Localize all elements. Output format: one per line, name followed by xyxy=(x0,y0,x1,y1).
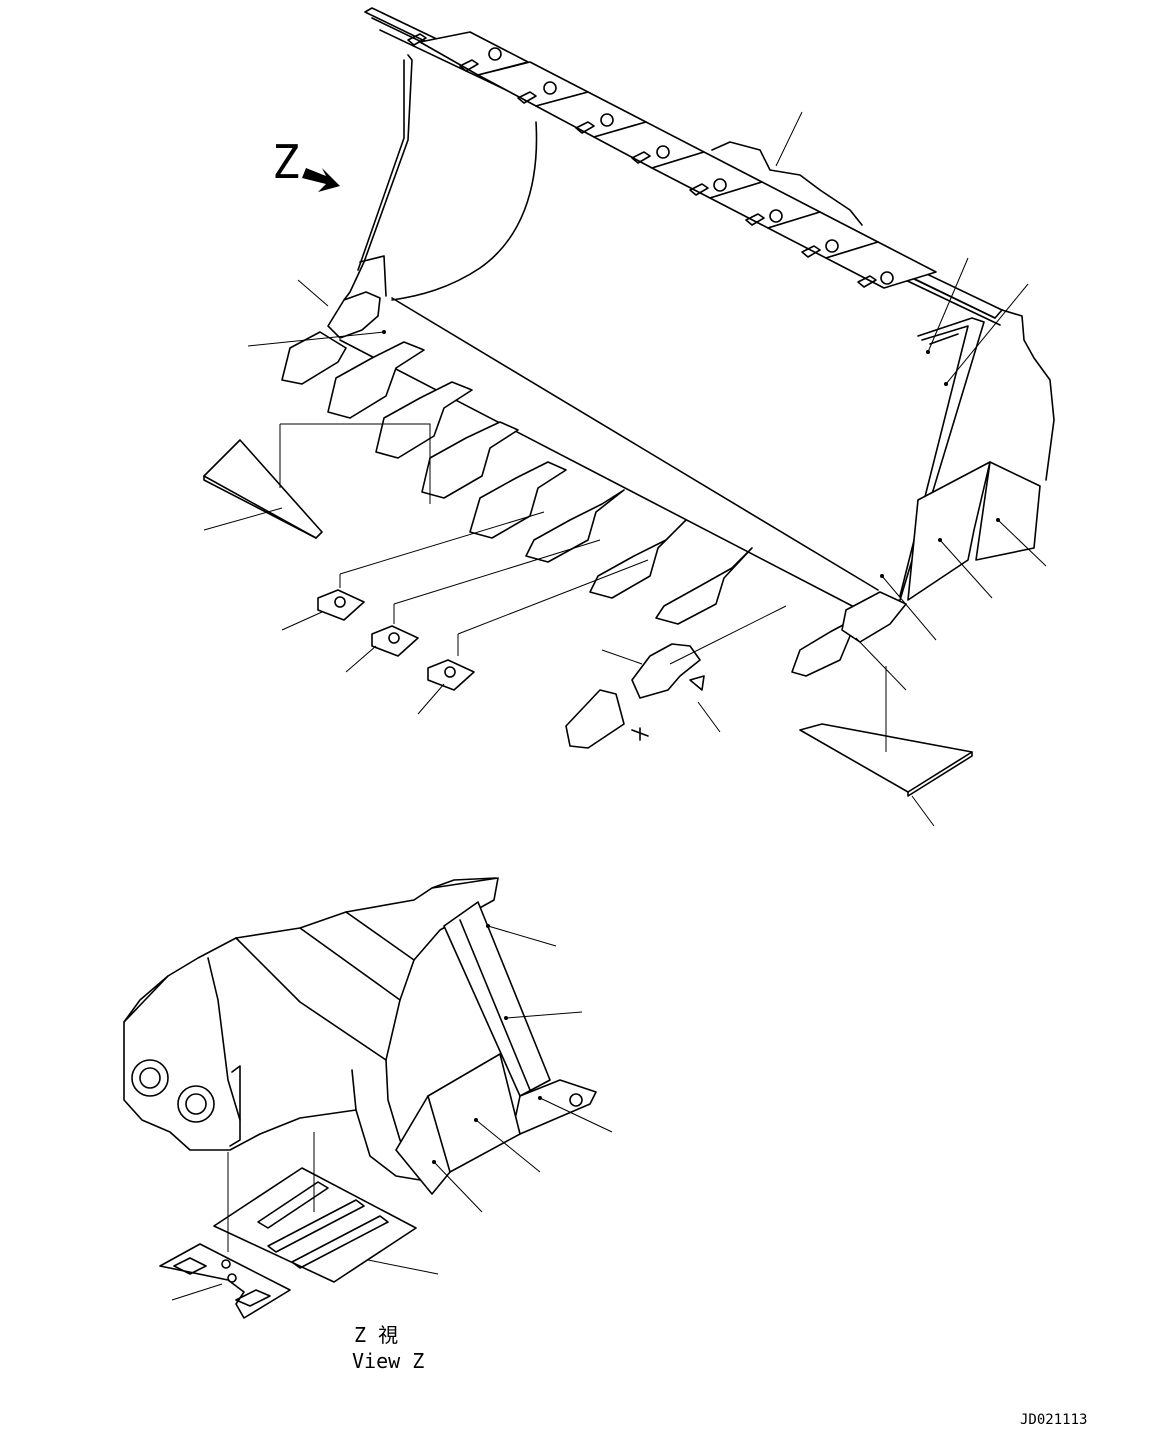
callout-dots-lower xyxy=(432,924,542,1164)
right-wear-plate-2 xyxy=(975,461,1041,561)
lock xyxy=(689,675,705,691)
arrow-icon xyxy=(302,168,340,192)
view-arrow-label: Z xyxy=(272,135,300,189)
drawing-id: JD021113 xyxy=(1020,1412,1087,1428)
bottom-wear-plates xyxy=(159,1167,417,1319)
pin xyxy=(631,727,649,741)
top-wear-plates xyxy=(407,31,937,289)
view-caption-jp: Z 視 xyxy=(354,1323,398,1347)
top-guide xyxy=(431,877,497,889)
bucket-body-outline xyxy=(123,877,499,1181)
pin-bosses xyxy=(131,1059,215,1123)
shim-2 xyxy=(371,625,419,657)
side-bracket xyxy=(229,1065,241,1147)
leader-lines-lower xyxy=(171,925,613,1301)
right-corner-guard xyxy=(841,591,907,643)
left-side-plate xyxy=(343,54,413,301)
callout-dots xyxy=(382,330,1000,578)
leader-lines xyxy=(203,111,1047,827)
cutting-edge xyxy=(339,339,861,611)
left-corner-guard xyxy=(327,291,381,339)
shim-3 xyxy=(427,659,475,691)
right-outer-curve xyxy=(1001,309,1055,481)
view-caption-en: View Z xyxy=(352,1349,424,1373)
back-hooks xyxy=(711,141,863,226)
loose-adapter xyxy=(631,643,701,699)
right-wear-plate-1 xyxy=(907,461,991,601)
bucket-back-curve xyxy=(391,121,538,301)
loose-tooth xyxy=(565,689,625,749)
bucket-assembly xyxy=(203,7,1055,827)
diagonal-brace xyxy=(443,901,551,1097)
side-wear-plate-right xyxy=(427,1053,521,1173)
view-z-arrow: Z xyxy=(272,135,340,192)
shim-1 xyxy=(317,589,365,621)
left-side-cutter xyxy=(203,439,323,539)
teeth-row xyxy=(281,331,857,677)
view-z-drawing xyxy=(123,877,613,1319)
